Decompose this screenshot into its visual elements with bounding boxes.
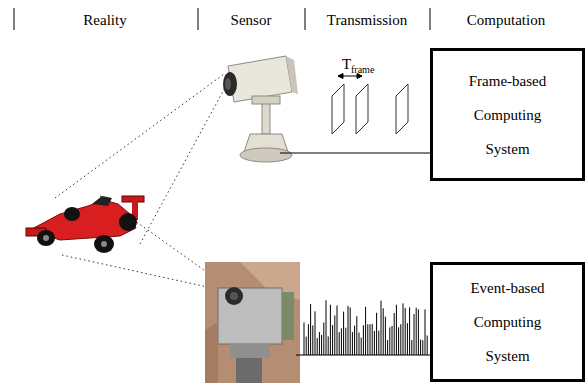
computing-box: Frame-based Computing System: [430, 48, 585, 181]
spike: [339, 332, 340, 355]
spike: [420, 340, 421, 355]
spike: [354, 326, 355, 355]
spike: [363, 325, 364, 355]
spike: [319, 332, 320, 355]
event-spikes: [304, 300, 427, 355]
spike: [345, 328, 346, 355]
spike: [304, 322, 305, 355]
spike: [330, 305, 331, 355]
spike: [396, 305, 397, 355]
column-heading: Computation: [467, 11, 545, 29]
spike: [312, 325, 313, 355]
spike: [374, 331, 375, 355]
sight-lines: [55, 74, 232, 292]
spike: [394, 313, 395, 355]
spike: [376, 313, 377, 355]
spike: [348, 306, 349, 355]
spike: [387, 340, 388, 355]
spike: [365, 307, 366, 355]
spike: [418, 309, 419, 355]
spike: [372, 324, 373, 355]
spike: [414, 314, 415, 355]
spike: [337, 306, 338, 356]
spike: [332, 325, 333, 355]
spike: [383, 308, 384, 355]
frame-sheets: [332, 84, 408, 134]
column-heading: Sensor: [231, 11, 272, 29]
column-heading: Reality: [83, 11, 126, 29]
period-subscript: frame: [351, 64, 374, 76]
spike: [343, 312, 344, 355]
signal-wire: [296, 354, 430, 355]
frame-camera: [223, 56, 298, 162]
spike: [350, 307, 351, 355]
box-label: Frame-based Computing System: [458, 64, 558, 166]
spike: [405, 308, 406, 355]
spike: [370, 324, 371, 355]
spike: [422, 340, 423, 355]
column-separators: [14, 8, 430, 30]
spike: [400, 324, 401, 355]
spike: [308, 324, 309, 355]
spike: [407, 323, 408, 355]
spike: [326, 300, 327, 355]
event-sensor: [205, 262, 300, 383]
computing-box: Event-based Computing System: [430, 262, 585, 382]
period-symbol: T: [342, 55, 351, 73]
spike: [306, 337, 307, 355]
spike: [315, 311, 316, 355]
spike: [352, 332, 353, 355]
spike: [317, 338, 318, 355]
spike: [389, 327, 390, 355]
spike: [378, 331, 379, 355]
spike: [359, 333, 360, 356]
spike: [425, 309, 426, 355]
spike: [385, 317, 386, 355]
column-heading: Transmission: [327, 11, 407, 29]
signal-wire: [280, 152, 430, 153]
spike: [381, 301, 382, 355]
spike: [398, 327, 399, 355]
spike: [367, 324, 368, 355]
box-label: Event-based Computing System: [458, 271, 558, 373]
race-car: [26, 196, 144, 253]
spike: [328, 336, 329, 355]
spike: [403, 303, 404, 355]
spike: [411, 340, 412, 355]
spike: [321, 335, 322, 355]
spike: [356, 316, 357, 355]
spike: [334, 316, 335, 356]
spike: [361, 338, 362, 355]
spike: [416, 308, 417, 355]
spike: [427, 336, 428, 356]
spike: [341, 328, 342, 355]
spike: [409, 307, 410, 355]
spike: [310, 304, 311, 355]
spike: [392, 326, 393, 355]
spike: [323, 323, 324, 356]
